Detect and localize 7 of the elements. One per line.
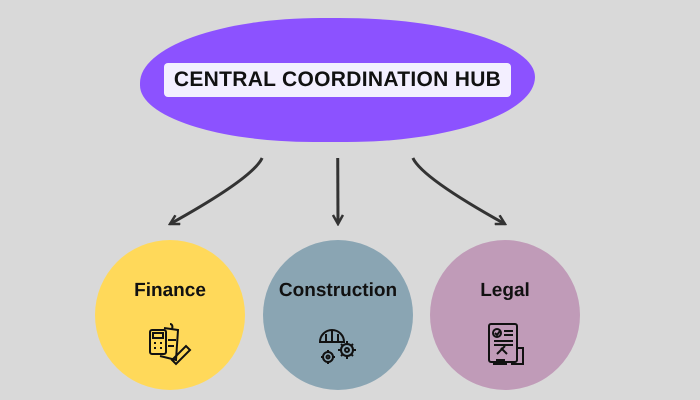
department-label: Legal — [480, 280, 530, 302]
curved-arrow — [168, 157, 264, 226]
department-label: Finance — [134, 280, 206, 302]
hub-title: CENTRAL COORDINATION HUB — [164, 63, 512, 97]
department-label: Construction — [278, 280, 398, 302]
curved-arrow — [412, 157, 506, 226]
curved-arrow — [332, 158, 344, 226]
